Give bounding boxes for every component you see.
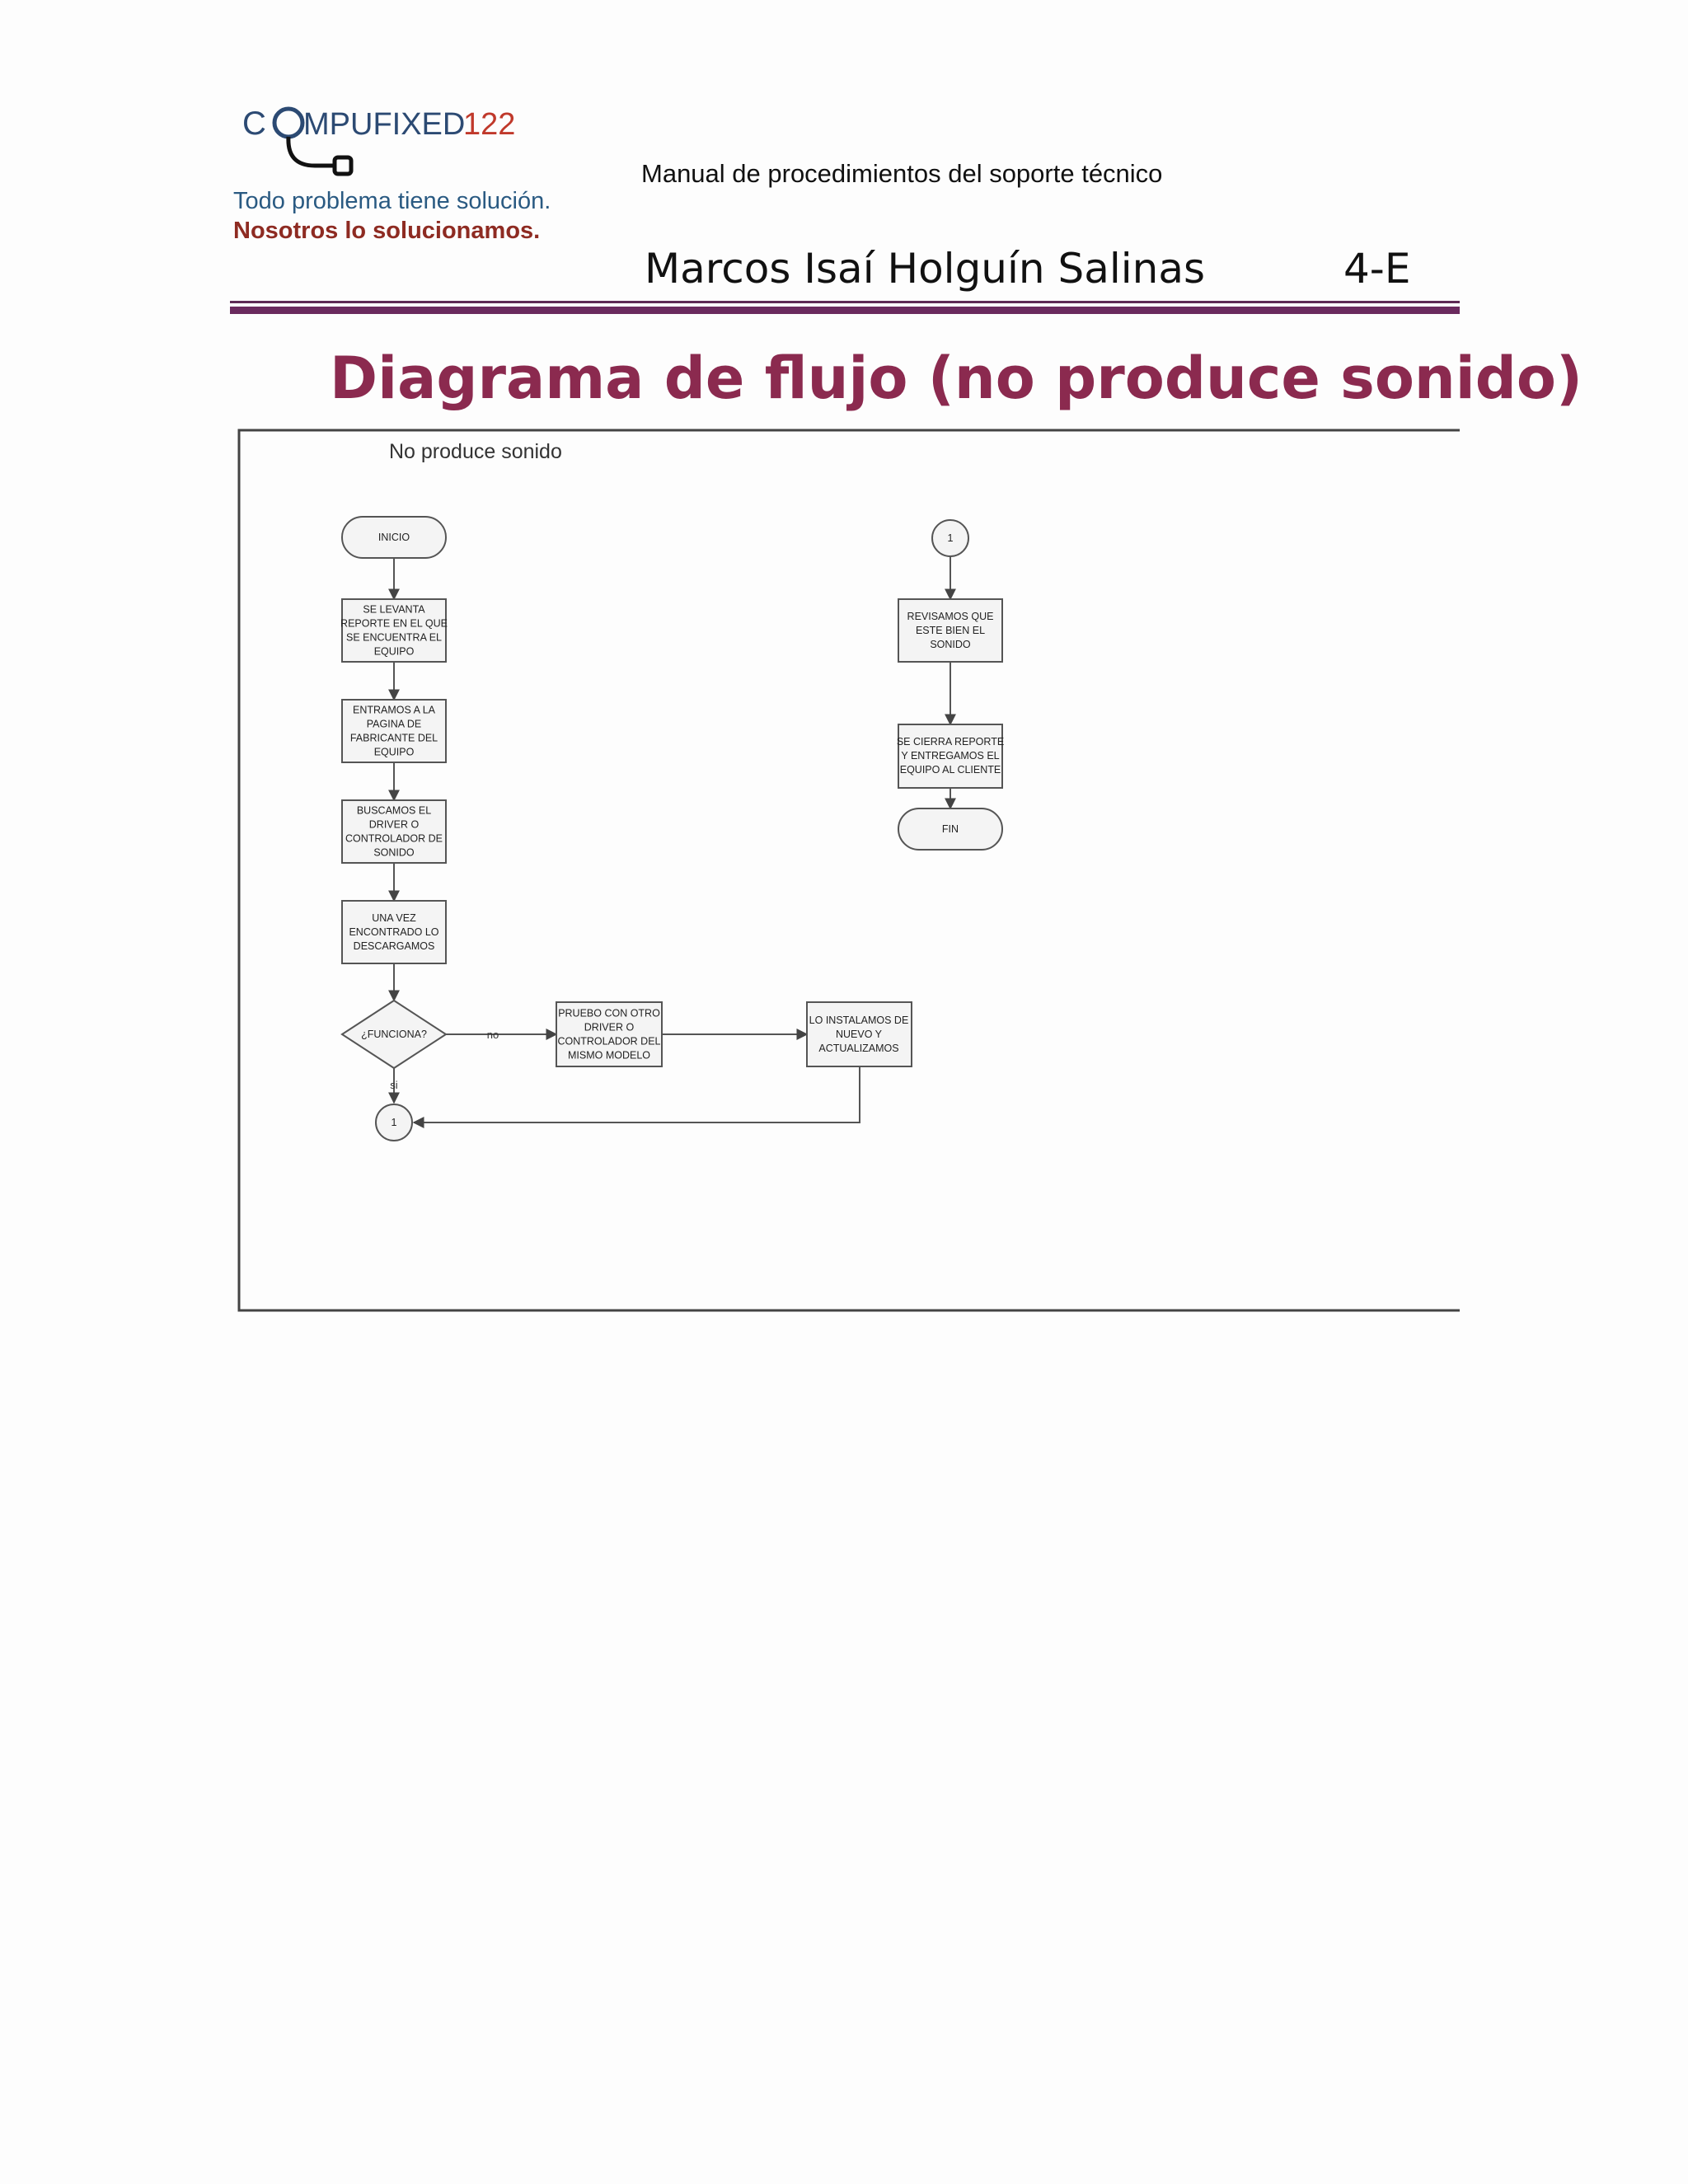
node-label-close-report: SE CIERRA REPORTE Y ENTREGAMOS EL EQUIPO A… [897,736,1004,776]
node-label-connector-right: 1 [948,532,954,544]
node-label-decision: ¿FUNCIONA? [361,1029,427,1040]
node-label-line: ACTUALIZAMOS [818,1043,898,1054]
node-label-line: PRUEBO CON OTRO [558,1008,660,1019]
logo-number: 122 [463,107,515,142]
node-label-line: SONIDO [373,847,415,859]
plug-icon [332,155,354,176]
node-label-other-driver: PRUEBO CON OTRO DRIVER O CONTROLADOR DEL MI… [557,1008,660,1062]
node-label-line: REVISAMOS QUE [907,611,994,622]
node-label-line: NUEVO Y [836,1029,883,1040]
manual-title: Manual de procedimientos del soporte téc… [641,159,1163,188]
node-other-driver [556,1001,663,1067]
node-label-line: FIN [942,823,959,835]
group-label: 4-E [1343,245,1411,293]
node-label-line: SE ENCUENTRA EL [346,632,442,644]
diagram-heading: No produce sonido [389,440,562,463]
node-label-line: REPORTE EN EL QUE [340,618,448,630]
node-label-line: PAGINA DE [367,719,421,730]
node-label-line: ENCONTRADO LO [349,926,438,938]
edge-install-connector [412,1066,860,1128]
node-label-line: UNA VEZ [372,912,416,924]
node-label-line: Y ENTREGAMOS EL [901,750,999,762]
author-name: Marcos Isaí Holguín Salinas [645,245,1206,293]
node-label-line: ESTE BIEN EL [916,625,985,636]
node-install [806,1001,912,1067]
page-title: Diagrama de flujo (no produce sonido) [330,344,1582,412]
node-start [341,516,447,559]
node-connector-left [375,1104,413,1141]
edge-label-si: si [390,1079,398,1091]
node-label-line: EQUIPO AL CLIENTE [900,764,1001,776]
tagline-line-2: Nosotros lo solucionamos. [233,218,541,244]
node-label-line: CONTROLADOR DE [345,833,443,845]
node-label-line: CONTROLADOR DEL [557,1036,660,1047]
node-label-search-driver: BUSCAMOS EL DRIVER O CONTROLADOR DE SONIDO [345,805,443,859]
node-label-line: SONIDO [930,639,971,650]
node-connector-right [931,519,969,557]
node-labels: INICIO SE LEVANTA REPORTE EN EL QUE SE ENCU… [340,532,1004,1128]
node-label-install: LO INSTALAMOS DE NUEVO Y ACTUALIZAMOS [809,1015,909,1054]
node-label-connector-left: 1 [392,1117,397,1128]
node-label-line: FABRICANTE DEL [350,733,438,744]
node-label-report: SE LEVANTA REPORTE EN EL QUE SE ENCUENTRA … [340,604,448,658]
node-label-line: MISMO MODELO [568,1050,650,1062]
compufixed-logo: C MPUFIXED 122 [242,105,515,176]
node-label-line: EQUIPO [374,747,415,758]
node-label-line: DESCARGAMOS [354,940,435,952]
logo-main-text: MPUFIXED [303,107,465,142]
flowchart-edges [388,556,956,1128]
node-label-line: LO INSTALAMOS DE [809,1015,909,1026]
node-download [341,900,447,964]
node-label-start: INICIO [378,532,410,543]
node-label-download: UNA VEZ ENCONTRADO LO DESCARGAMOS [349,912,438,952]
node-label-end: FIN [942,823,959,835]
node-label-line: 1 [948,532,954,544]
node-label-line: DRIVER O [369,819,420,831]
node-end [898,808,1003,851]
node-label-line: DRIVER O [584,1022,635,1033]
logo-prefix: C [242,105,266,142]
node-label-line: INICIO [378,532,410,543]
node-label-line: ¿FUNCIONA? [361,1029,427,1040]
stethoscope-icon [272,106,305,139]
node-close-report [898,724,1003,789]
tagline-line-1: Todo problema tiene solución. [233,188,551,214]
node-label-line: BUSCAMOS EL [357,805,431,817]
node-search-driver [341,799,447,864]
node-check-sound [898,598,1003,663]
node-label-line: EQUIPO [374,646,415,658]
node-decision [340,999,448,1070]
cable-icon [286,136,335,168]
node-label-manufacturer: ENTRAMOS A LA PAGINA DE FABRICANTE DEL EQUI… [350,705,438,758]
header-divider-thin [230,301,1460,303]
node-label-check-sound: REVISAMOS QUE ESTE BIEN EL SONIDO [907,611,994,650]
diagram-frame [237,429,1460,1312]
node-label-line: SE LEVANTA [363,604,425,616]
node-label-line: SE CIERRA REPORTE [897,736,1004,748]
header-divider-thick [230,307,1460,314]
edge-label-no: no [487,1029,499,1041]
flowchart: No produce sonido no si INICIO SE LEVANTA… [237,429,1460,1312]
node-label-line: 1 [392,1117,397,1128]
node-label-line: ENTRAMOS A LA [353,705,436,716]
node-report [341,598,447,663]
node-manufacturer [341,699,447,763]
